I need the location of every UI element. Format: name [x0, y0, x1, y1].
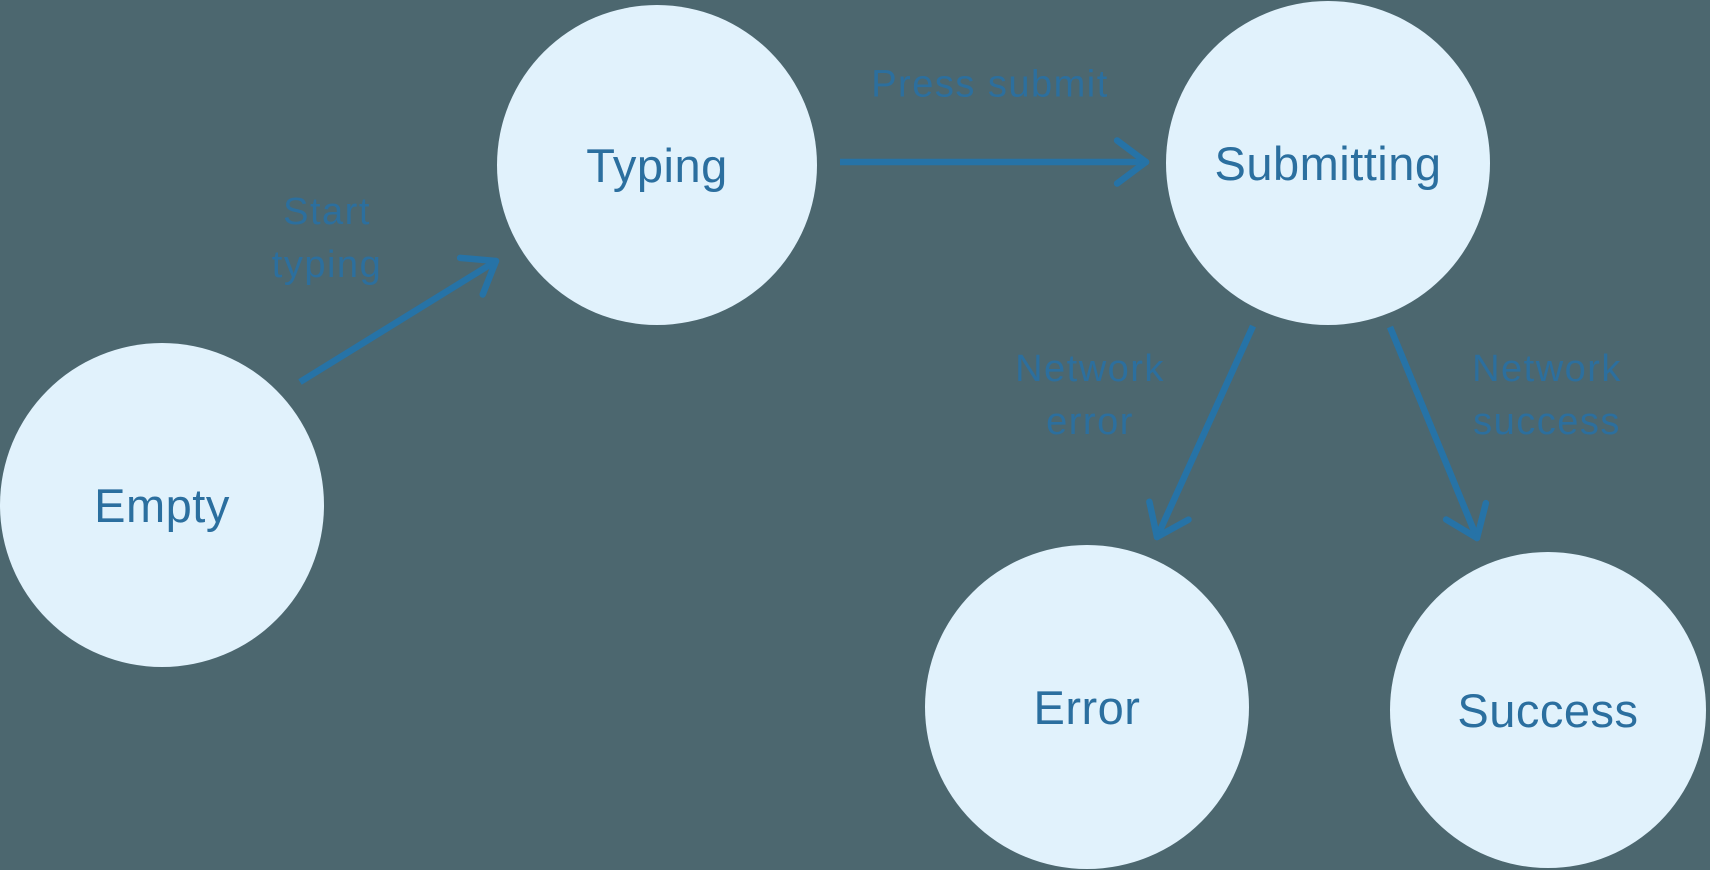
edge-label-line: Network — [1015, 348, 1165, 390]
edge-arrow-network-error — [1146, 324, 1256, 541]
edge-arrow-press-submit — [840, 137, 1150, 187]
state-node-success: Success — [1390, 552, 1706, 868]
state-node-typing: Typing — [497, 5, 817, 325]
edge-label-line: Network — [1472, 348, 1622, 390]
state-node-submitting: Submitting — [1166, 1, 1490, 325]
edge-label-line: Press submit — [871, 63, 1109, 106]
edge-label-line: typing — [271, 244, 383, 286]
state-node-label-submitting: Submitting — [1214, 136, 1442, 190]
edge-arrow-start-typing — [298, 254, 500, 385]
edge-label-line: success — [1473, 401, 1621, 443]
state-node-empty: Empty — [0, 343, 324, 667]
state-node-label-typing: Typing — [586, 138, 728, 192]
state-node-error: Error — [925, 545, 1249, 869]
edge-label-press-submit: Press submit — [871, 59, 1109, 112]
edge-label-network-error: Network error — [1015, 343, 1165, 449]
edge-label-network-success: Network success — [1472, 343, 1622, 449]
state-node-label-empty: Empty — [94, 478, 230, 532]
state-node-label-success: Success — [1457, 683, 1639, 737]
edge-label-line: Start — [283, 191, 371, 233]
state-node-label-error: Error — [1033, 680, 1141, 734]
edge-label-start-typing: Start typing — [272, 186, 382, 292]
edge-arrow-network-success — [1386, 325, 1490, 542]
edge-label-line: error — [1046, 401, 1134, 443]
